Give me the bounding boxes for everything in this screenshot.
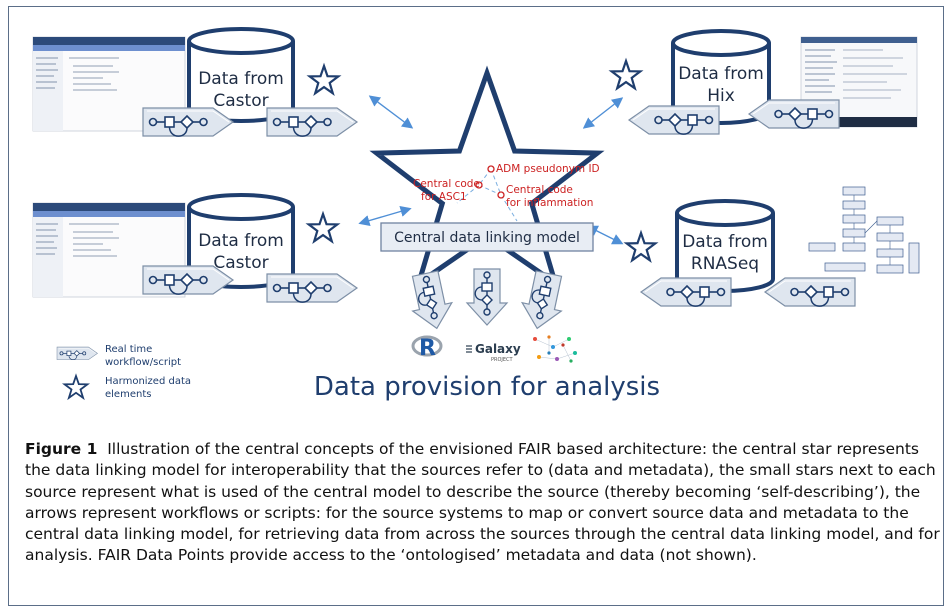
harmonized-star-legend-icon: [61, 373, 91, 401]
rnaseq-flowchart-thumbnail: [808, 186, 920, 274]
workflow-arrow: [266, 107, 358, 137]
concept-asc1-line1: Central code: [413, 178, 480, 190]
connector-arrow: [368, 95, 414, 129]
castor-screenshot-thumbnail: [32, 36, 186, 132]
workflow-arrow: [266, 273, 358, 303]
source-label-line2: Castor: [213, 91, 268, 111]
source-label-line2: RNASeq: [691, 254, 759, 274]
workflow-arrow: [142, 265, 234, 295]
workflow-arrow: [628, 105, 720, 135]
source-label-line1: Data from: [678, 64, 764, 84]
legend: Real time workflow/script Harmonized dat…: [56, 344, 191, 401]
network-graph-icon: [533, 335, 577, 363]
source-label-line1: Data from: [198, 231, 284, 251]
analysis-workflow-arrows: [404, 268, 570, 334]
connector-arrow: [358, 205, 412, 227]
r-logo: R: [411, 335, 443, 361]
central-linking-model-label: Central data linking model: [394, 230, 580, 246]
concept-adm-pseudonym-id: ADM pseudonym ID: [496, 163, 600, 175]
figure-caption: Figure 1 Illustration of the central con…: [25, 439, 940, 567]
source-label-line1: Data from: [682, 232, 768, 252]
source-hix: Data from Hix: [608, 29, 918, 135]
connector-arrow: [582, 97, 624, 129]
concept-asc1-line2: for ASC1: [421, 191, 467, 203]
harmonized-star-icon: [305, 210, 341, 245]
galaxy-logo: Galaxy PROJECT: [466, 342, 521, 363]
harmonized-star-icon: [306, 62, 342, 97]
workflow-arrow: [142, 107, 234, 137]
workflow-arrow: [764, 277, 856, 307]
workflow-arrow: [404, 268, 458, 334]
source-castor-top: Data from Castor: [32, 27, 358, 137]
connector-arrows: [358, 95, 624, 245]
caption-text: Illustration of the central concepts of …: [25, 440, 940, 565]
galaxy-logo-subtext: PROJECT: [491, 357, 514, 363]
source-castor-bottom: Data from Castor: [32, 193, 358, 303]
legend-harmonized-line1: Harmonized data: [105, 376, 191, 387]
workflow-arrow: [516, 268, 570, 334]
concept-inflammation-line1: Central code: [506, 184, 573, 196]
concept-inflammation-line2: for inflammation: [506, 197, 593, 209]
harmonized-star-icon: [608, 57, 644, 92]
workflow-arrow: [466, 268, 508, 326]
workflow-arrow: [640, 277, 732, 307]
galaxy-logo-text: Galaxy: [475, 342, 521, 356]
legend-workflow-line1: Real time: [105, 344, 152, 355]
provision-title: Data provision for analysis: [314, 372, 660, 402]
legend-harmonized-line2: elements: [105, 389, 151, 400]
hix-screenshot-thumbnail: [800, 36, 918, 128]
central-linking-model-box: Central data linking model: [380, 222, 594, 252]
figure-frame: Data from Castor Data from Castor: [8, 6, 944, 606]
figure-label: Figure 1: [25, 440, 98, 458]
workflow-legend-icon: [56, 346, 98, 361]
architecture-diagram: Data from Castor Data from Castor: [32, 27, 920, 402]
source-label-line2: Hix: [707, 86, 735, 106]
legend-workflow-line2: workflow/script: [105, 357, 181, 368]
source-label-line2: Castor: [213, 253, 268, 273]
workflow-arrow: [748, 99, 840, 129]
harmonized-star-icon: [623, 229, 659, 264]
r-logo-letter: R: [419, 336, 436, 361]
source-rnaseq: Data from RNASeq: [623, 186, 920, 307]
connector-arrow: [586, 225, 624, 245]
database-cylinder: [675, 199, 775, 293]
source-label-line1: Data from: [198, 69, 284, 89]
